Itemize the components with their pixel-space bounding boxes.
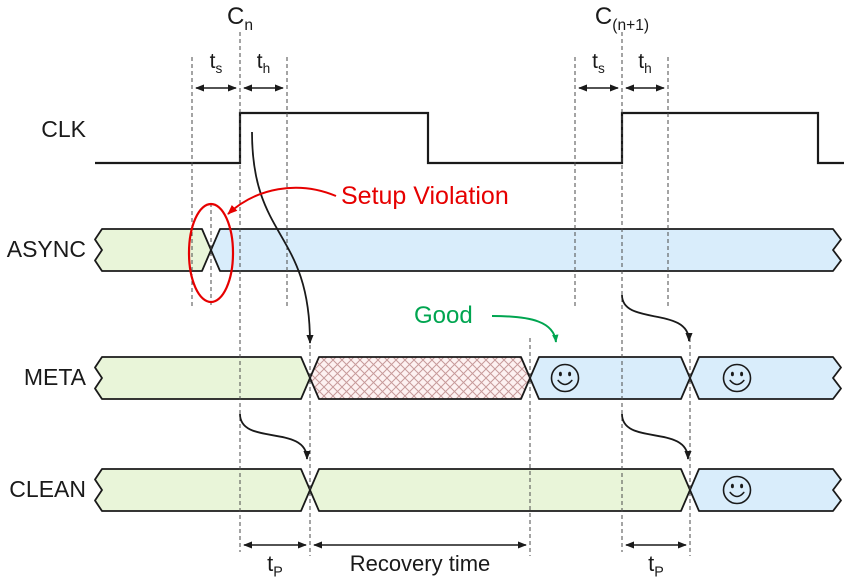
smiley-icon [722, 475, 752, 505]
async-bus [94, 228, 842, 272]
setup-time-label-right: ts [592, 50, 605, 77]
propagation-time-label-right: tP [648, 551, 664, 581]
clean-new-value-segment [689, 468, 842, 512]
cn1-to-meta-arrow [621, 294, 693, 342]
meta-metastable-segment [309, 356, 531, 400]
recovery-time-label: Recovery time [349, 551, 491, 576]
cn1-base: C [594, 3, 613, 30]
hold-time-label-right: th [638, 50, 652, 77]
setup-violation-label: Setup Violation [341, 182, 509, 210]
setup-time-label-left: ts [209, 50, 223, 77]
cn-sub: n [244, 16, 254, 34]
async-new-value-segment [210, 228, 842, 272]
dashed-gridlines [191, 32, 691, 556]
meta-bus [94, 356, 842, 400]
good-label: Good [414, 302, 473, 329]
signal-label-clean: CLEAN [9, 476, 86, 502]
setup-violation-arrow [227, 186, 337, 215]
hold-time-label-left: th [256, 50, 271, 77]
meta-next-value-segment [689, 356, 842, 400]
cn-to-clean-arrow [239, 413, 311, 460]
async-old-value-segment [94, 228, 212, 272]
smiley-icon [722, 363, 752, 393]
setup-violation-ellipse [187, 202, 235, 304]
clock-cycle-label-cn: Cn [205, 3, 275, 35]
meta-resolved-segment [529, 356, 691, 400]
clk-waveform [95, 111, 844, 165]
smiley-icon [550, 363, 580, 393]
cn1-to-clean-arrow [621, 413, 692, 460]
signal-label-meta: META [23, 364, 86, 390]
clock-cycle-label-cn1: C(n+1) [572, 3, 672, 35]
clean-bus [94, 468, 842, 512]
cn1-sub: (n+1) [612, 16, 650, 34]
signal-label-async: ASYNC [6, 236, 86, 262]
good-leader-line [491, 315, 559, 343]
measurement-arrows [195, 84, 687, 549]
propagation-time-label-left: tP [267, 551, 283, 581]
meta-old-value-segment [94, 356, 311, 400]
clean-held-value-segment [309, 468, 691, 512]
signal-label-clk: CLK [41, 116, 86, 142]
cn-base: C [226, 3, 245, 30]
clean-old-value-segment [94, 468, 311, 512]
clk-to-meta-arrow [251, 131, 314, 344]
